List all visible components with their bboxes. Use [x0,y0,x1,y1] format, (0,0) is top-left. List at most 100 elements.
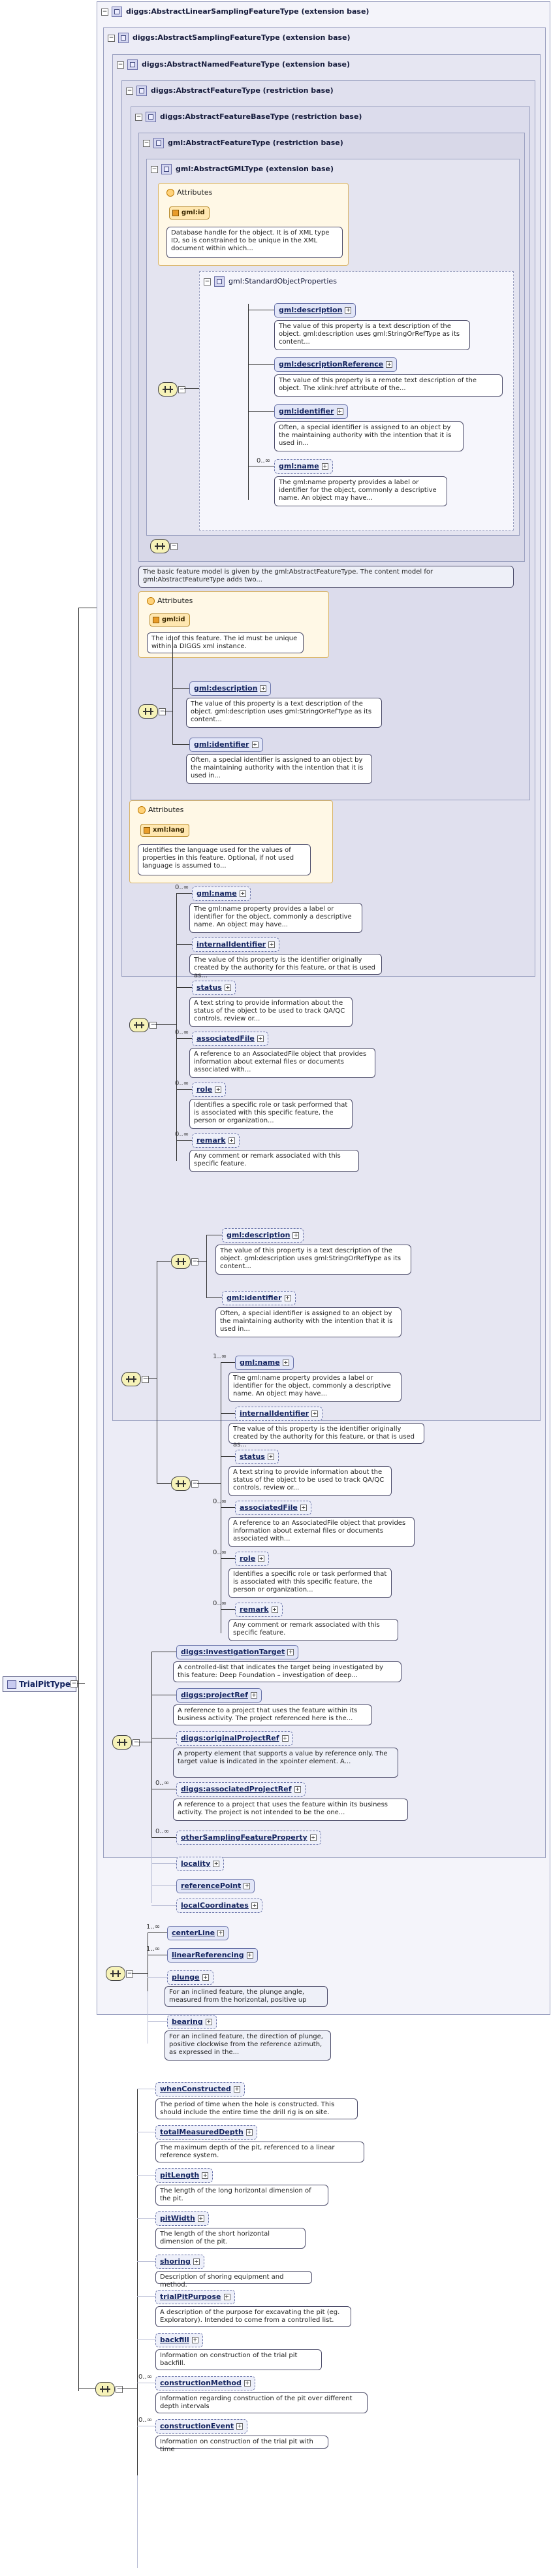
ext-title: gml:AbstractFeatureType (restriction bas… [168,139,343,147]
associated-file-element[interactable]: associatedFile+ [235,1501,311,1515]
gml-description-element[interactable]: gml:description+ [189,681,272,696]
role-element[interactable]: role+ [192,1083,227,1097]
gml-description-element[interactable]: gml:description+ [274,303,356,318]
local-coordinates-element[interactable]: localCoordinates+ [176,1899,262,1913]
collapse-button[interactable]: − [101,8,108,16]
gml-description-reference-element[interactable]: gml:descriptionReference+ [274,357,398,372]
internal-identifier-element[interactable]: internalIdentifier+ [235,1407,323,1421]
collapse-button[interactable]: − [143,140,150,147]
remark-element[interactable]: remark+ [192,1133,240,1148]
choice-icon[interactable]: − [121,1372,149,1386]
status-element[interactable]: status+ [192,981,236,995]
element-description: Information regarding construction of th… [155,2392,368,2413]
complex-type-icon [127,59,138,70]
element-description: Information on construction of the trial… [155,2436,328,2453]
pit-length-element[interactable]: pitLength+ [155,2168,213,2183]
internal-identifier-element[interactable]: internalIdentifier+ [192,937,280,952]
group-title: gml:StandardObjectProperties [228,277,337,285]
gml-id-attribute[interactable]: gml:id [150,613,190,627]
complex-type-icon [136,86,147,96]
element-description: A property element that supports a value… [173,1748,398,1778]
element-description: Any comment or remark associated with th… [189,1150,359,1172]
role-element[interactable]: role+ [235,1552,270,1566]
sequence-icon[interactable]: − [112,1735,140,1750]
gml-name-element[interactable]: gml:name+ [235,1356,294,1370]
cardinality: 0..∞ [155,1828,170,1835]
plunge-element[interactable]: plunge+ [167,1970,213,1985]
bearing-element[interactable]: bearing+ [167,2015,217,2029]
associated-file-element[interactable]: associatedFile+ [192,1032,268,1046]
gml-name-element[interactable]: gml:name+ [192,887,251,901]
status-element[interactable]: status+ [235,1450,279,1464]
project-ref-element[interactable]: diggs:projectRef+ [176,1688,262,1703]
collapse-button[interactable]: − [117,61,124,69]
collapse-button[interactable]: − [151,166,158,173]
construction-event-element[interactable]: constructionEvent+ [155,2419,248,2434]
total-measured-depth-element[interactable]: totalMeasuredDepth+ [155,2125,257,2140]
element-description: Identifies a specific role or task perfo… [228,1568,392,1598]
shoring-element[interactable]: shoring+ [155,2255,204,2269]
sequence-icon[interactable]: − [171,1254,198,1269]
backfill-element[interactable]: backfill+ [155,2333,203,2347]
gml-identifier-element[interactable]: gml:identifier+ [222,1291,296,1305]
linear-referencing-element[interactable]: linearReferencing+ [167,1948,258,1963]
ext-title: gml:AbstractGMLType (extension base) [176,165,334,173]
group-icon [214,276,225,287]
sequence-icon[interactable]: − [138,704,166,719]
gml-description-element[interactable]: gml:description+ [222,1228,304,1243]
collapse-button[interactable]: − [126,88,133,95]
cardinality: 0..∞ [213,1498,227,1505]
sequence-icon[interactable]: − [158,382,185,397]
when-constructed-element[interactable]: whenConstructed+ [155,2082,245,2096]
sequence-icon[interactable]: − [95,2382,123,2396]
element-description: A text string to provide information abo… [189,997,353,1027]
element-description: The value of this property is a text des… [274,320,470,350]
center-line-element[interactable]: centerLine+ [167,1926,229,1940]
gml-identifier-element[interactable]: gml:identifier+ [189,738,263,752]
gml-identifier-element[interactable]: gml:identifier+ [274,404,348,419]
cardinality: 0..∞ [155,1780,170,1787]
root-type[interactable]: TrialPitType [3,1676,77,1692]
reference-point-element[interactable]: referencePoint+ [176,1879,255,1893]
collapse-button[interactable]: − [135,114,142,121]
pit-width-element[interactable]: pitWidth+ [155,2211,209,2226]
construction-method-element[interactable]: constructionMethod+ [155,2376,255,2390]
cardinality: 0..∞ [138,2417,153,2424]
element-description: A reference to an AssociatedFile object … [228,1517,415,1547]
original-project-ref-element[interactable]: diggs:originalProjectRef+ [176,1731,293,1746]
element-description: A controlled-list that indicates the tar… [173,1661,401,1682]
attributes-label: Attributes [157,596,193,605]
element-description: Description of shoring equipment and met… [155,2271,312,2289]
element-description: The value of this property is a text des… [186,698,382,728]
sequence-icon[interactable]: − [150,539,178,553]
element-description: The length of the short horizontal dimen… [155,2228,306,2249]
element-description: A description of the purpose for excavat… [155,2306,351,2327]
sequence-icon[interactable]: − [106,1966,133,1981]
other-sampling-feature-property-element[interactable]: otherSamplingFeatureProperty+ [176,1831,321,1845]
attribute-group-icon [138,806,146,814]
sequence-icon[interactable]: − [129,1018,157,1032]
ext-title: diggs:AbstractFeatureBaseType (restricti… [160,112,362,121]
sequence-icon[interactable]: − [171,1476,198,1491]
collapse-button[interactable]: − [204,278,211,285]
remark-element[interactable]: remark+ [235,1603,283,1617]
xml-lang-attribute[interactable]: xml:lang [140,824,189,837]
attributes-box: Attributes gml:id The id of this feature… [138,591,329,658]
element-description: The value of this property is a remote t… [274,374,503,397]
investigation-target-element[interactable]: diggs:investigationTarget+ [176,1645,299,1659]
collapse-button[interactable]: − [71,1680,78,1687]
element-description: The length of the long horizontal dimens… [155,2185,328,2206]
ext-title: diggs:AbstractNamedFeatureType (extensio… [142,60,351,69]
cardinality: 0..∞ [175,884,189,891]
gml-id-attribute[interactable]: gml:id [169,206,210,220]
element-description: The gml:name property provides a label o… [228,1372,401,1402]
gml-id-description: Database handle for the object. It is of… [166,227,343,258]
ext-title: diggs:AbstractFeatureType (restriction b… [151,86,334,95]
collapse-button[interactable]: − [108,35,115,42]
complex-type-icon [118,33,129,43]
associated-project-ref-element[interactable]: diggs:associatedProjectRef+ [176,1782,306,1797]
complex-type-icon [153,138,164,148]
gml-name-element[interactable]: gml:name+ [274,459,333,474]
trial-pit-purpose-element[interactable]: trialPitPurpose+ [155,2290,235,2304]
locality-element[interactable]: locality+ [176,1857,225,1871]
